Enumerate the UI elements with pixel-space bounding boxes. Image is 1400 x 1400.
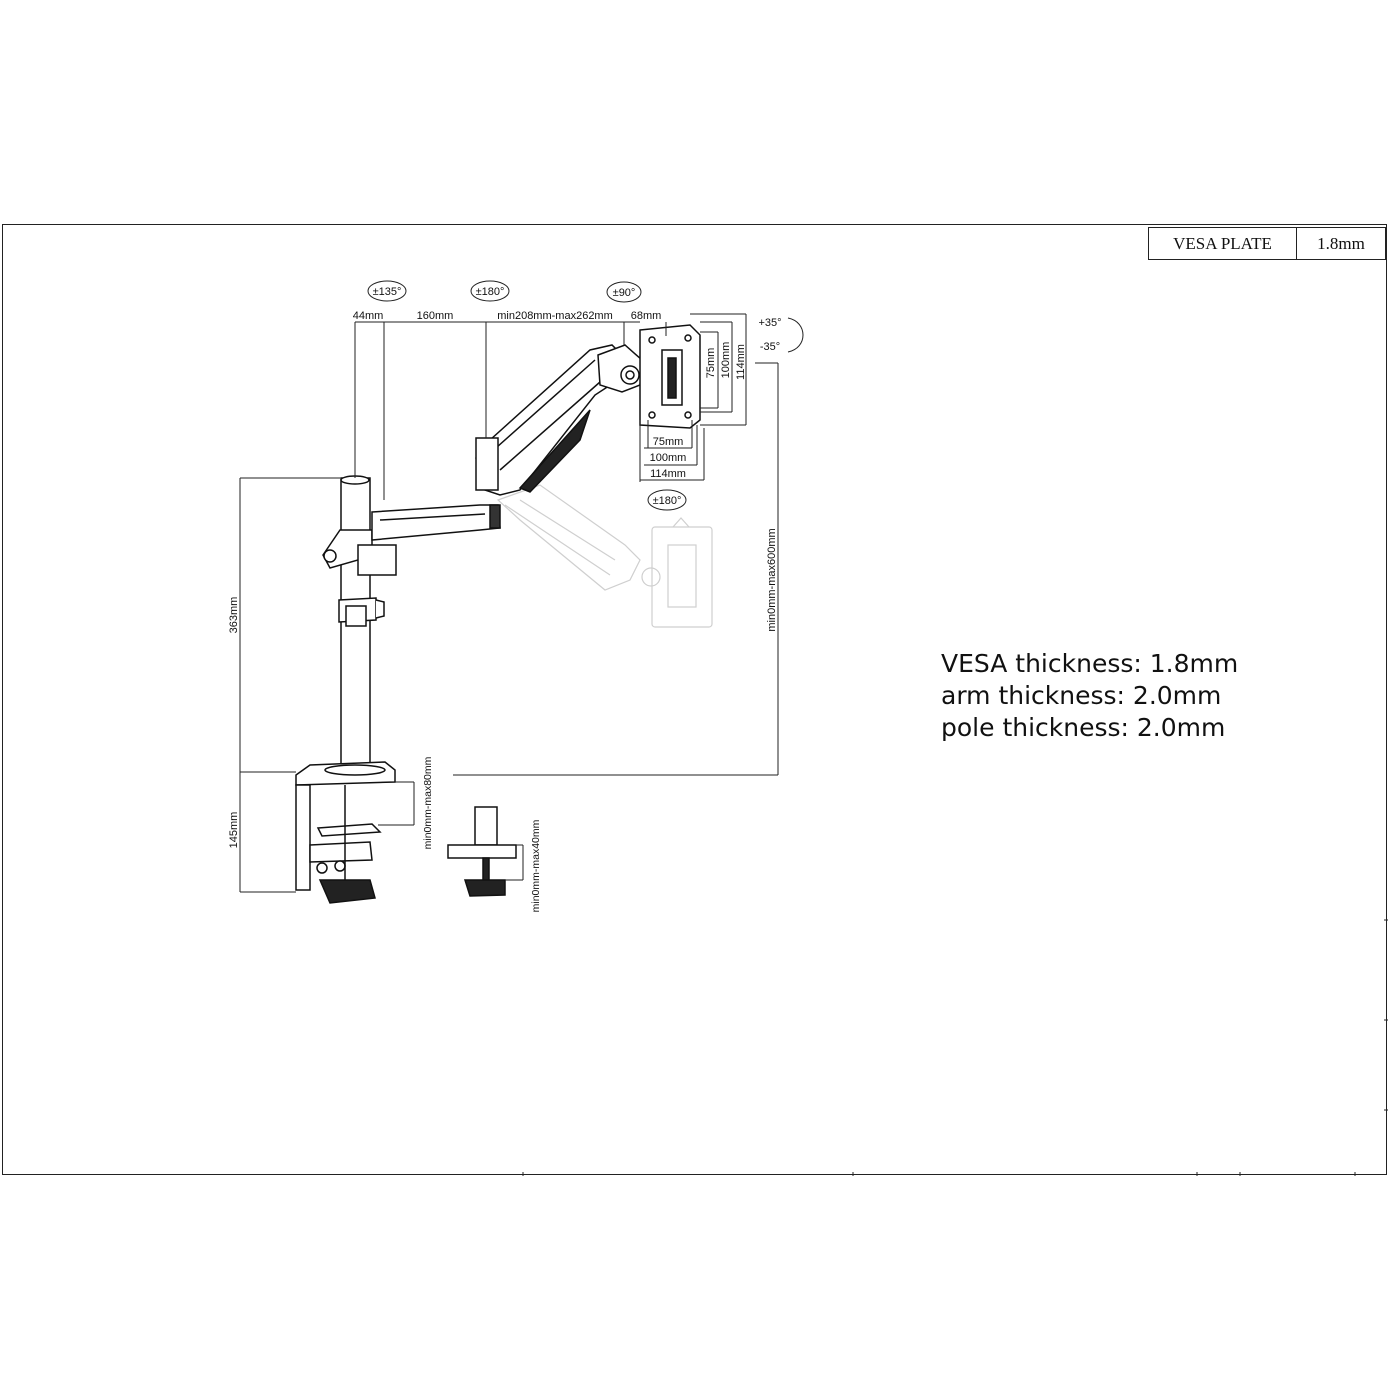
dim-height-range: min0mm-max600mm xyxy=(766,528,778,631)
rotation-label-pole: ±135° xyxy=(373,286,402,298)
rotation-label-plate: ±180° xyxy=(653,495,682,507)
desk-clamp xyxy=(295,761,396,904)
dim-head: 68mm xyxy=(631,310,662,322)
dim-vesa-114-v: 114mm xyxy=(735,344,747,380)
arm-ghost-position xyxy=(496,484,713,628)
pole-joint xyxy=(322,529,397,576)
rotation-arrow-arm xyxy=(470,280,510,302)
lower-arm xyxy=(371,504,501,541)
rotation-arrow-pole xyxy=(367,280,407,302)
rotation-arrow-plate xyxy=(647,489,687,511)
dim-clamp-height: 145mm xyxy=(228,812,240,849)
note-pole-thickness: pole thickness: 2.0mm xyxy=(941,713,1226,742)
frame-ticks xyxy=(522,919,1388,1176)
grommet-mount xyxy=(447,806,517,897)
spec-notes: VESA thickness: 1.8mm arm thickness: 2.0… xyxy=(941,648,1238,744)
upper-arm xyxy=(475,344,626,496)
dim-pole-height: 363mm xyxy=(228,597,240,634)
dim-upper-arm: min208mm-max262mm xyxy=(497,310,613,322)
rotation-arrow-head xyxy=(606,281,642,303)
rotation-label-arm: ±180° xyxy=(476,286,505,298)
vesa-plate xyxy=(639,324,701,429)
dim-desk-clamp-range: min0mm-max80mm xyxy=(422,756,434,849)
title-block-value: 1.8mm xyxy=(1317,233,1365,253)
dim-lower-arm: 160mm xyxy=(417,310,454,322)
dim-vesa-75-h: 75mm xyxy=(653,436,684,448)
tilt-arrow xyxy=(787,317,804,353)
dim-vesa-100-h: 100mm xyxy=(650,452,687,464)
dim-vesa-75-v: 75mm xyxy=(705,348,717,379)
note-vesa-thickness: VESA thickness: 1.8mm xyxy=(941,649,1239,678)
dimension-lines xyxy=(239,313,779,893)
dim-grommet-range: min0mm-max40mm xyxy=(530,819,542,912)
title-block-name: VESA PLATE xyxy=(1149,228,1297,259)
tilt-down-label: -35° xyxy=(760,341,780,353)
rotation-label-head: ±90° xyxy=(613,287,636,299)
dim-vesa-100-v: 100mm xyxy=(720,342,732,379)
note-arm-thickness: arm thickness: 2.0mm xyxy=(941,681,1222,710)
rotation-arrows xyxy=(367,280,804,511)
pole xyxy=(338,475,385,769)
tilt-up-label: +35° xyxy=(758,317,781,329)
title-block: VESA PLATE 1.8mm xyxy=(1148,227,1386,260)
drawing-frame xyxy=(2,224,1387,1175)
dim-pole-offset: 44mm xyxy=(353,310,384,322)
dim-vesa-114-h: 114mm xyxy=(650,468,686,480)
